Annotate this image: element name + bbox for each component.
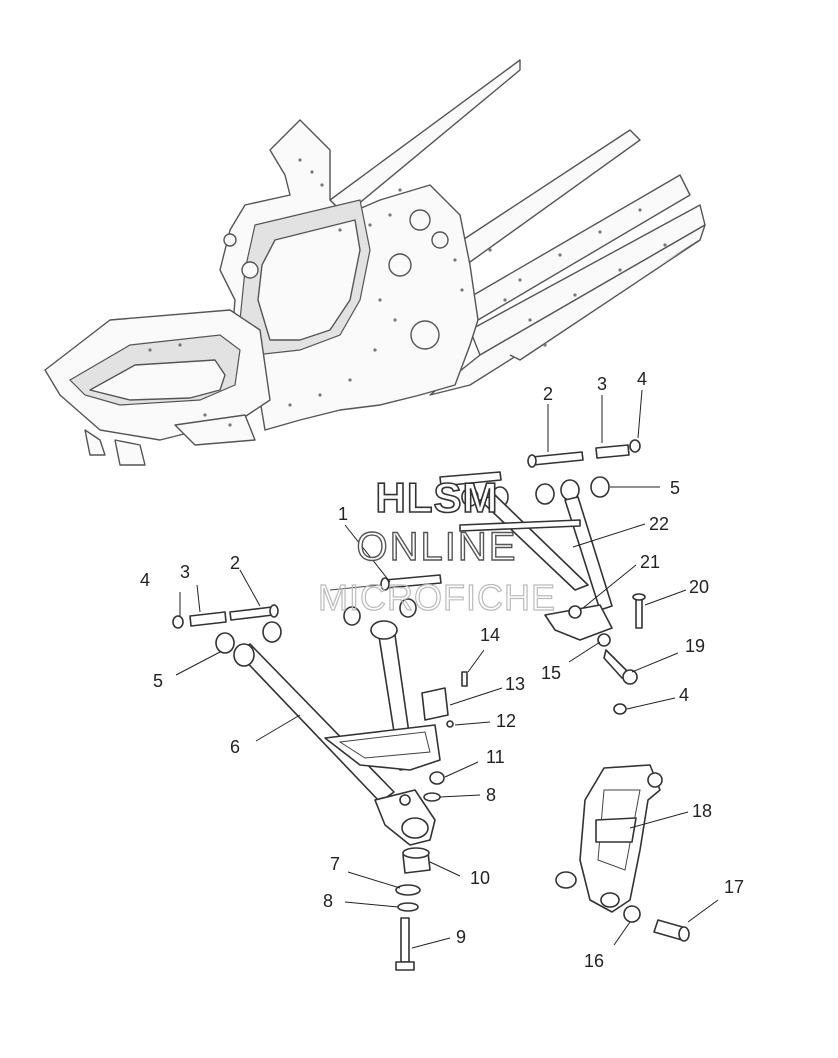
callout-17: 17 (724, 877, 744, 897)
callout-21: 21 (640, 552, 660, 572)
chassis-frame (44, 59, 706, 466)
callout-3-left: 3 (180, 562, 190, 582)
callout-10: 10 (470, 868, 490, 888)
leader-lines (175, 389, 719, 949)
lower-a-arm-assembly (172, 598, 468, 846)
callout-15: 15 (541, 663, 561, 683)
callout-9: 9 (456, 927, 466, 947)
callout-5-left: 5 (153, 671, 163, 691)
callout-14: 14 (480, 625, 500, 645)
upper-a-arm-assembly (439, 439, 641, 647)
callout-4-left: 4 (140, 570, 150, 590)
rivet-dots (148, 158, 667, 427)
spindle (555, 764, 690, 942)
tie-rod-parts (603, 593, 646, 715)
callout-13: 13 (505, 674, 525, 694)
callout-4-right: 4 (679, 685, 689, 705)
watermark-line-3: MICROFICHE (318, 577, 556, 618)
watermark: HLSM ONLINE MICROFICHE (317, 473, 556, 618)
callout-3-upper: 3 (597, 374, 607, 394)
callout-4-upper: 4 (637, 369, 647, 389)
callout-7: 7 (330, 854, 340, 874)
callout-16: 16 (584, 951, 604, 971)
watermark-line-1: HLSM (376, 474, 499, 521)
callout-18: 18 (692, 801, 712, 821)
callout-12: 12 (496, 711, 516, 731)
pin-1 (329, 574, 442, 591)
ball-joint-stack (395, 847, 431, 971)
callout-numbers: 1 2 3 4 5 22 21 20 4 3 2 5 14 13 12 15 1… (140, 369, 744, 971)
callout-19: 19 (685, 636, 705, 656)
callout-22: 22 (649, 514, 669, 534)
callout-8-upper: 8 (486, 785, 496, 805)
callout-5-upper: 5 (670, 478, 680, 498)
callout-1: 1 (338, 504, 348, 524)
callout-11: 11 (486, 747, 505, 767)
callout-6: 6 (230, 737, 240, 757)
callout-8-lower: 8 (323, 891, 333, 911)
watermark-line-2: ONLINE (357, 525, 518, 569)
callout-20: 20 (689, 577, 709, 597)
callout-2-left: 2 (230, 553, 240, 573)
callout-2-upper: 2 (543, 384, 553, 404)
